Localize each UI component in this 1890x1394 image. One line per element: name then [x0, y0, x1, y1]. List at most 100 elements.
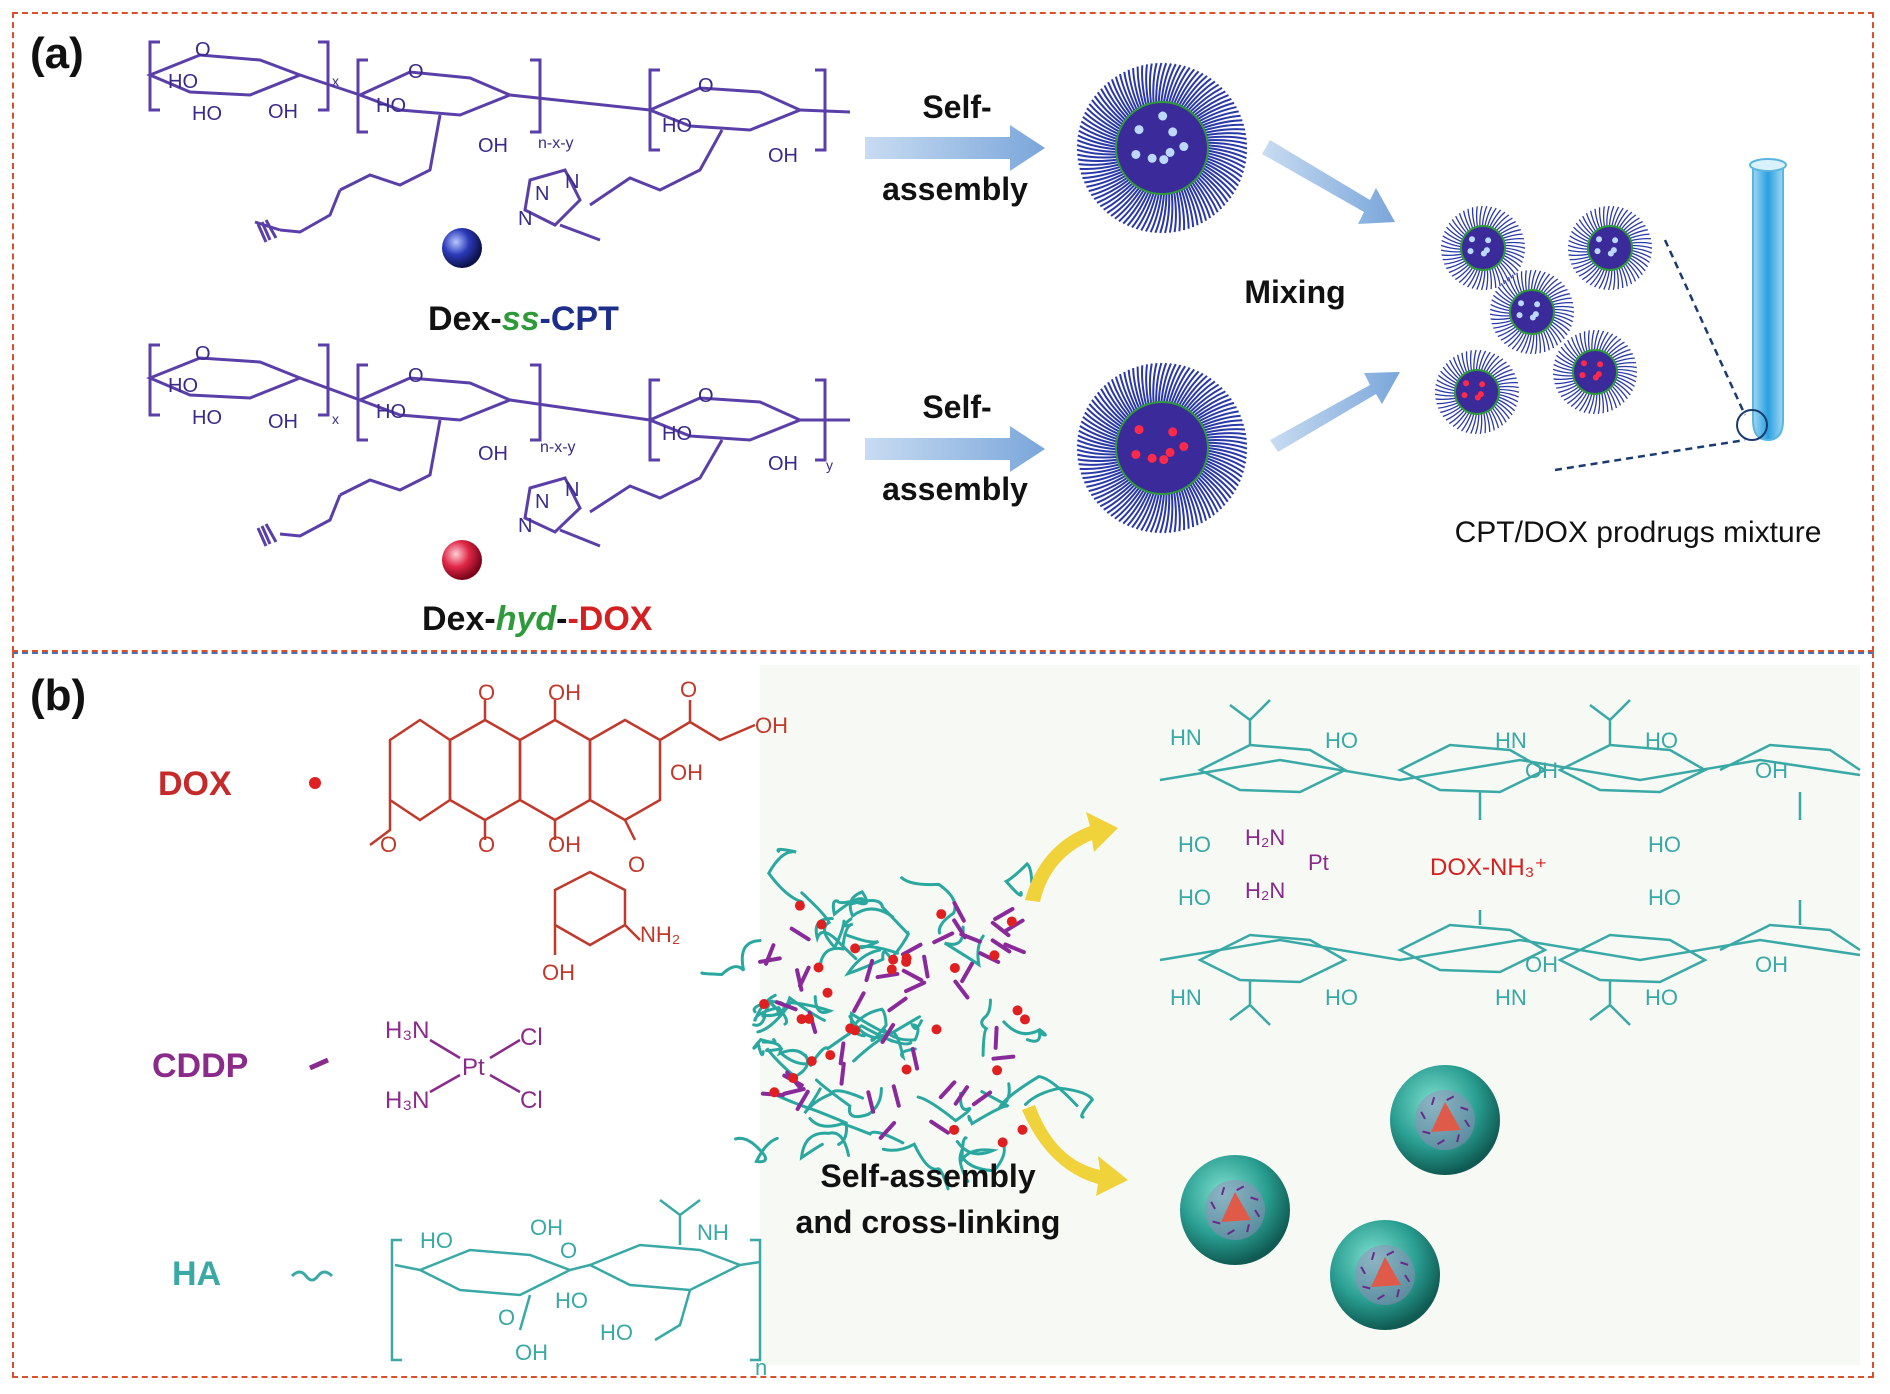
dox-dot — [806, 1056, 817, 1067]
svg-text:HN: HN — [1170, 725, 1202, 750]
dox-dot — [1017, 1124, 1028, 1135]
svg-text:O: O — [698, 75, 714, 97]
dox-dot — [845, 1023, 856, 1034]
dox-dot — [1019, 1014, 1030, 1025]
cddp-mark — [887, 996, 908, 1013]
ha-chain — [852, 1007, 888, 1043]
cddp-mark — [880, 1022, 896, 1044]
svg-text:OH: OH — [768, 453, 798, 475]
svg-text:Pt: Pt — [462, 1054, 485, 1081]
self-assembly-arrow-2: Self- assembly — [865, 389, 1045, 507]
svg-text:n: n — [755, 1355, 767, 1380]
svg-text:HO: HO — [1178, 885, 1211, 910]
ha-chain — [958, 1142, 1006, 1183]
cddp-mark — [993, 1025, 999, 1050]
cddp-mark — [953, 979, 970, 1000]
svg-text:HO: HO — [192, 103, 222, 125]
svg-text:OH: OH — [1525, 952, 1558, 977]
svg-text:HO: HO — [168, 375, 198, 397]
dox-drug-sphere — [442, 540, 482, 580]
dex-hyd-dox-label: Dex-hyd--DOX — [422, 600, 653, 638]
dox-dot — [901, 1064, 912, 1075]
svg-text:OH: OH — [1755, 758, 1788, 783]
svg-text:N: N — [535, 491, 549, 513]
dox-dot — [769, 1087, 780, 1098]
panel-b-bg — [760, 665, 1860, 1365]
svg-text:Self-: Self- — [922, 89, 991, 125]
ha-chain — [770, 1091, 849, 1146]
nanoparticle-group — [1180, 1065, 1500, 1330]
svg-text:assembly: assembly — [882, 171, 1028, 207]
dox-dot — [816, 919, 827, 930]
svg-text:HO: HO — [555, 1288, 588, 1313]
svg-text:O: O — [698, 385, 714, 407]
dox-dot — [850, 943, 861, 954]
cddp-mark — [839, 1061, 846, 1086]
dox-dot — [997, 1137, 1008, 1148]
dox-dot — [949, 1124, 960, 1135]
cddp-mark — [900, 942, 923, 957]
dox-dot — [803, 1013, 814, 1024]
ha-chain — [843, 932, 900, 955]
svg-text:HO: HO — [420, 1228, 453, 1253]
svg-text:O: O — [408, 365, 424, 387]
svg-text:HO: HO — [192, 407, 222, 429]
ha-legend-label: HA — [172, 1255, 221, 1293]
cddp-mark — [774, 1000, 798, 1012]
svg-text:H₃N: H₃N — [385, 1087, 429, 1114]
ha-chain — [766, 847, 804, 904]
ha-chain — [900, 876, 957, 935]
dox-dot — [949, 962, 960, 973]
svg-text:OH: OH — [515, 1340, 548, 1365]
cddp-mark — [929, 1119, 950, 1135]
svg-text:HN: HN — [1170, 985, 1202, 1010]
svg-text:HO: HO — [1325, 728, 1358, 753]
cddp-mark — [960, 961, 974, 984]
svg-text:OH: OH — [755, 713, 788, 738]
micelle-group — [1076, 62, 1653, 534]
svg-text:O: O — [408, 61, 424, 83]
dox-dot — [931, 1024, 942, 1035]
mixed-micelle-3 — [1489, 269, 1575, 355]
svg-text:OH: OH — [478, 443, 508, 465]
svg-text:n-x-y: n-x-y — [540, 439, 576, 456]
svg-text:OH: OH — [1755, 952, 1788, 977]
dox-dot — [1012, 1005, 1023, 1016]
svg-text:OH: OH — [268, 101, 298, 123]
svg-text:HO: HO — [1648, 885, 1681, 910]
cddp-mark — [901, 968, 924, 983]
cddp-mark — [852, 991, 866, 1013]
dox-dot — [886, 964, 897, 975]
cddp-mark — [891, 1084, 901, 1108]
ha-chain — [844, 948, 893, 977]
cddp-mark — [952, 901, 966, 923]
cddp-mark — [952, 918, 967, 940]
ha-structure — [390, 1199, 762, 1362]
ha-chain — [756, 995, 835, 1034]
cross-linked-network — [700, 847, 1095, 1191]
svg-text:O: O — [560, 1238, 577, 1263]
svg-text:O: O — [628, 852, 645, 877]
ha-chain — [700, 939, 762, 976]
ha-chain — [761, 1040, 813, 1066]
mixture-label: CPT/DOX prodrugs mixture — [1455, 516, 1822, 549]
cddp-mark — [875, 971, 900, 980]
svg-text:N: N — [518, 515, 532, 537]
dex-hyd-dox-structure — [146, 343, 850, 548]
svg-text:HO: HO — [662, 423, 692, 445]
dox-dot — [822, 987, 833, 998]
svg-text:OH: OH — [542, 960, 575, 985]
svg-text:Self-: Self- — [922, 389, 991, 425]
svg-text:HO: HO — [1648, 832, 1681, 857]
svg-text:OH: OH — [1525, 758, 1558, 783]
dox-dot — [901, 956, 912, 967]
svg-text:Cl: Cl — [520, 1024, 543, 1051]
yellow-arrow-up — [1025, 812, 1118, 902]
dex-hyd-dox-atoms: O HO HO OH x O HO OH n-x-y O HO OH y N N… — [168, 343, 833, 537]
svg-text:N: N — [518, 208, 532, 230]
svg-text:OH: OH — [478, 135, 508, 157]
cddp-mark — [953, 1085, 970, 1106]
dox-dot — [936, 909, 947, 920]
svg-text:y: y — [826, 457, 833, 473]
cddp-mark — [758, 956, 782, 964]
